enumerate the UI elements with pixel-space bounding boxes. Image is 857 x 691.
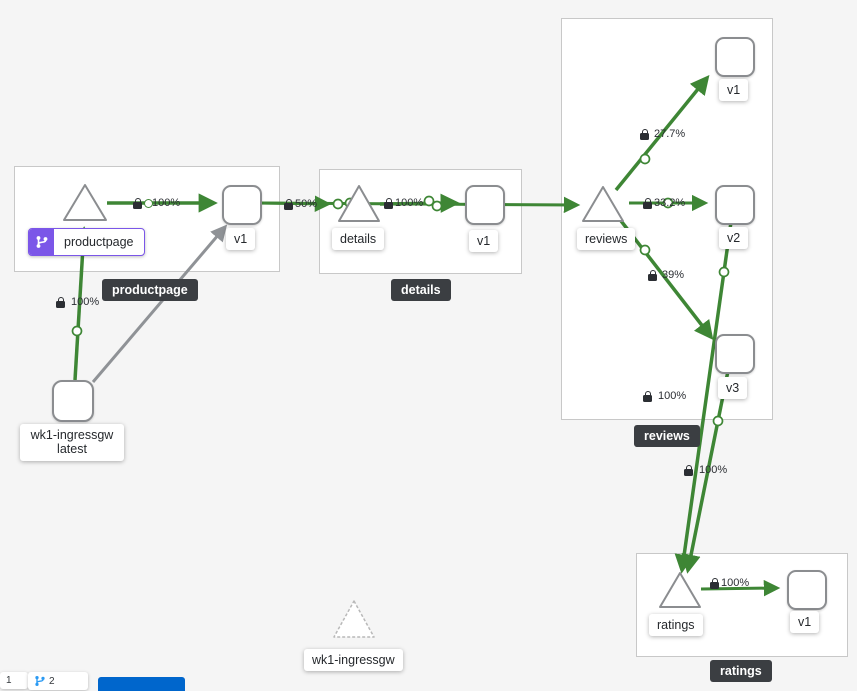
node-label-reviews[interactable]: reviews: [577, 228, 636, 251]
lock-icon: [133, 198, 142, 209]
traffic-dot: [144, 198, 153, 208]
edge-label-details-to-v1: 100%: [384, 196, 423, 210]
lock-icon: [640, 129, 649, 140]
edge-label-reviews-to-v3: 39%: [648, 268, 684, 282]
service-node-productpage[interactable]: [63, 184, 107, 221]
node-label-reviews-v3[interactable]: v3: [718, 377, 748, 400]
edge-label-reviews-to-v2: 33.2%: [643, 196, 685, 210]
node-label-ratings[interactable]: ratings: [649, 614, 703, 637]
workload-node-ratings-v1[interactable]: [787, 570, 827, 610]
service-node-details[interactable]: [338, 185, 380, 222]
virtual-service-icon: [29, 229, 54, 255]
edge-reviewsv2-to-ratings[interactable]: [674, 221, 733, 574]
node-label-details-v1[interactable]: v1: [469, 230, 499, 253]
group-badge-reviews: reviews: [634, 425, 700, 447]
node-label-ingress-service[interactable]: wk1-ingressgw: [304, 649, 403, 672]
node-label-productpage-v1[interactable]: v1: [226, 228, 256, 251]
lock-icon: [56, 297, 65, 308]
service-node-ratings[interactable]: [659, 572, 701, 608]
group-badge-ratings: ratings: [710, 660, 772, 682]
ingress-workload-version: latest: [57, 442, 87, 457]
chip-count: 2: [49, 675, 55, 687]
lock-icon: [684, 465, 693, 476]
lock-icon: [284, 199, 293, 210]
edge-label-v2-to-ratings: 100%: [643, 389, 686, 403]
edge-productpagev1-to-details[interactable]: [257, 195, 332, 213]
edge-label-productpagev1-to-details: 50%: [284, 197, 317, 211]
node-label-ratings-v1[interactable]: v1: [790, 611, 820, 634]
edge-label-ingress-to-productpage: 100%: [56, 295, 99, 309]
chip-count: 1: [6, 675, 12, 686]
node-label-details[interactable]: details: [332, 228, 385, 251]
workload-node-ingress[interactable]: [52, 380, 94, 422]
edge-label-ratings-to-v1: 100%: [710, 576, 749, 590]
workload-node-reviews-v1[interactable]: [715, 37, 755, 77]
node-label-text: productpage: [64, 235, 134, 249]
lock-icon: [648, 270, 657, 281]
workload-node-reviews-v3[interactable]: [715, 334, 755, 374]
workload-node-details-v1[interactable]: [465, 185, 505, 225]
edge-label-productpage-to-v1: 100%: [133, 196, 180, 210]
lock-icon: [384, 198, 393, 209]
node-label-ingress-workload[interactable]: wk1-ingressgw latest: [20, 424, 124, 461]
workload-node-reviews-v2[interactable]: [715, 185, 755, 225]
node-label-reviews-v1[interactable]: v1: [719, 79, 749, 102]
legend-button[interactable]: [98, 677, 185, 691]
group-badge-details: details: [391, 279, 451, 301]
edge-label-reviews-to-v1: 27.7%: [640, 127, 685, 141]
service-node-reviews[interactable]: [582, 186, 624, 222]
service-node-ingress-gateway[interactable]: [333, 600, 375, 638]
edge-reviewsv3-to-ratings[interactable]: [681, 370, 730, 574]
traffic-dots: [71, 153, 730, 427]
group-badge-productpage: productpage: [102, 279, 198, 301]
lock-icon: [710, 578, 719, 589]
edge-label-v3-to-ratings: 100%: [684, 463, 727, 477]
virtual-service-count-icon: [35, 675, 45, 687]
workload-node-productpage-v1[interactable]: [222, 185, 262, 225]
lock-icon: [643, 198, 652, 209]
edge-ingress-to-productpage-v1[interactable]: [91, 224, 228, 383]
ingress-workload-name: wk1-ingressgw: [30, 428, 114, 442]
graph-summary-chip-2[interactable]: 2: [28, 672, 88, 690]
node-label-productpage-service[interactable]: productpage: [28, 228, 145, 256]
graph-summary-chip-1[interactable]: 1: [0, 672, 28, 689]
edge-reviews-to-v1[interactable]: [614, 75, 710, 192]
node-label-reviews-v2[interactable]: v2: [719, 227, 749, 250]
lock-icon: [643, 391, 652, 402]
